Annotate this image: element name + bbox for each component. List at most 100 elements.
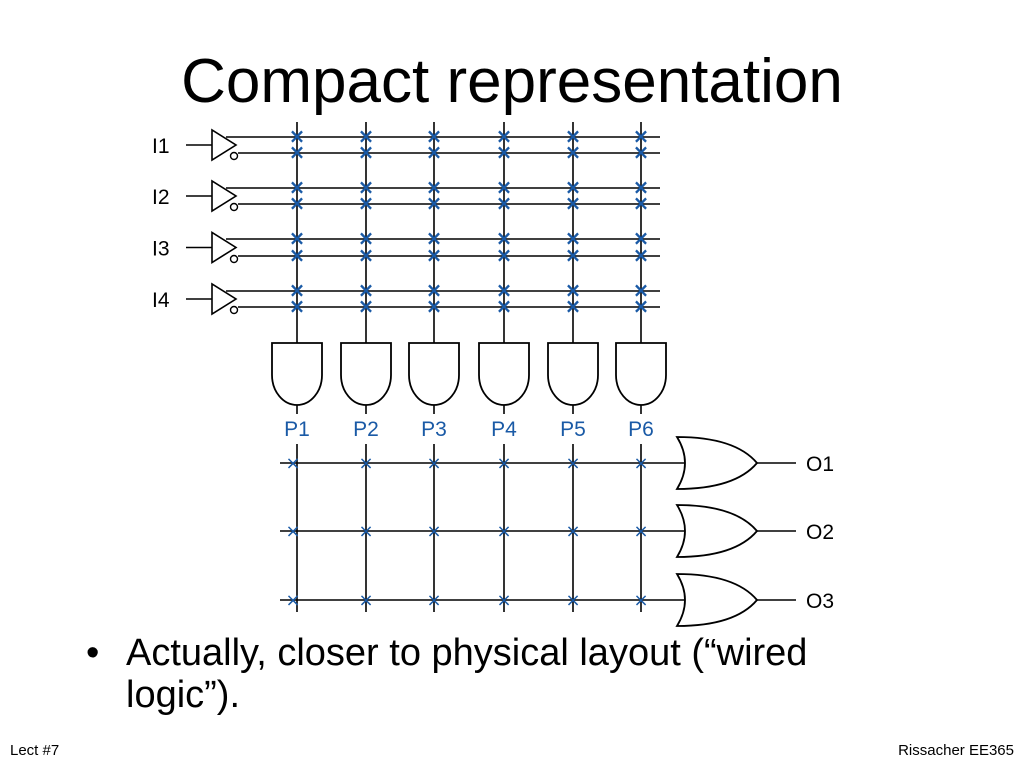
and-connection-mark: × [426,175,443,199]
and-connection-mark: × [633,226,650,250]
and-connection-mark: × [426,140,443,164]
inverter-bubble-icon [229,254,239,264]
and-connection-mark: × [426,226,443,250]
and-connection-mark: × [496,226,513,250]
and-connection-mark: × [426,124,443,148]
and-connection-mark: × [565,124,582,148]
and-connection-mark: × [496,278,513,302]
and-connection-mark: × [426,294,443,318]
and-connection-mark: × [426,191,443,215]
and-connection-mark: × [358,191,375,215]
and-connection-mark: × [289,278,306,302]
and-connection-mark: × [565,191,582,215]
bullet-text: Actually, closer to physical layout (“wi… [126,632,808,716]
product-label-p4: P4 [491,418,517,441]
and-connection-mark: × [633,140,650,164]
and-connection-mark: × [358,140,375,164]
or-connection-mark: × [426,453,441,474]
and-connection-mark: × [358,243,375,267]
and-connection-mark: × [565,294,582,318]
or-connection-mark: × [358,521,373,542]
inverter-bubble-icon [229,151,239,161]
and-gate-icon [478,342,530,406]
and-connection-mark: × [289,294,306,318]
or-connection-mark: × [633,590,648,611]
and-connection-mark: × [565,278,582,302]
and-connection-mark: × [426,278,443,302]
product-label-p6: P6 [628,418,654,441]
and-connection-mark: × [358,294,375,318]
and-connection-mark: × [289,226,306,250]
product-label-p1: P1 [284,418,310,441]
buffer-gate-icon [211,231,238,264]
or-connection-mark: × [633,453,648,474]
product-label-p3: P3 [421,418,447,441]
gate-layer [211,128,759,627]
footer-lecture: Lect #7 [10,742,60,759]
output-label-o3: O3 [806,590,834,613]
and-connection-mark: × [633,278,650,302]
slide-title: Compact representation [181,47,843,116]
or-connection-mark: × [426,521,441,542]
and-connection-mark: × [289,243,306,267]
and-gate-icon [340,342,392,406]
and-connection-mark: × [496,140,513,164]
and-connection-mark: × [496,294,513,318]
or-connection-mark: × [358,453,373,474]
and-gate-icon [271,342,323,406]
or-connection-mark: × [565,590,580,611]
input-label-i3: I3 [152,238,170,261]
buffer-gate-icon [211,282,238,316]
or-connection-mark: × [565,521,580,542]
and-connection-mark: × [565,140,582,164]
buffer-gate-icon [211,128,238,162]
product-label-p5: P5 [560,418,586,441]
and-connection-mark: × [358,124,375,148]
and-connection-mark: × [565,226,582,250]
and-connection-mark: × [565,243,582,267]
and-connection-mark: × [496,191,513,215]
and-connection-mark: × [496,243,513,267]
and-connection-mark: × [633,124,650,148]
and-connection-mark: × [358,226,375,250]
and-connection-mark: × [289,191,306,215]
and-gate-icon [615,342,667,406]
or-gate-icon [675,436,759,490]
output-label-o2: O2 [806,521,834,544]
or-connection-mark: × [426,590,441,611]
or-connection-mark: × [285,453,300,474]
input-label-i4: I4 [152,289,170,312]
inverter-bubble-icon [229,202,239,212]
or-connection-mark: × [496,521,511,542]
or-connection-mark: × [285,590,300,611]
or-gate-icon [675,504,759,558]
and-connection-mark: × [496,124,513,148]
and-connection-mark: × [633,191,650,215]
output-label-o1: O1 [806,453,834,476]
buffer-gate-icon [211,179,238,213]
wire-layer [186,122,796,612]
input-label-i2: I2 [152,186,170,209]
product-label-p2: P2 [353,418,379,441]
and-gate-icon [408,342,460,406]
inverter-bubble-icon [229,305,239,315]
and-connection-mark: × [633,294,650,318]
input-label-i1: I1 [152,135,170,158]
and-connection-mark: × [358,175,375,199]
or-connection-mark: × [496,453,511,474]
and-connection-mark: × [496,175,513,199]
bullet-dot: • [86,632,100,674]
and-connection-mark: × [633,243,650,267]
and-connection-mark: × [289,140,306,164]
connection-layer: ××××××××××××××××××××××××××××××××××××××××… [285,124,649,611]
footer-author: Rissacher EE365 [898,742,1014,759]
and-connection-mark: × [358,278,375,302]
and-connection-mark: × [289,175,306,199]
or-connection-mark: × [496,590,511,611]
bullet-item: • Actually, closer to physical layout (“… [86,632,886,716]
or-connection-mark: × [285,521,300,542]
and-gate-icon [547,342,599,406]
or-connection-mark: × [358,590,373,611]
